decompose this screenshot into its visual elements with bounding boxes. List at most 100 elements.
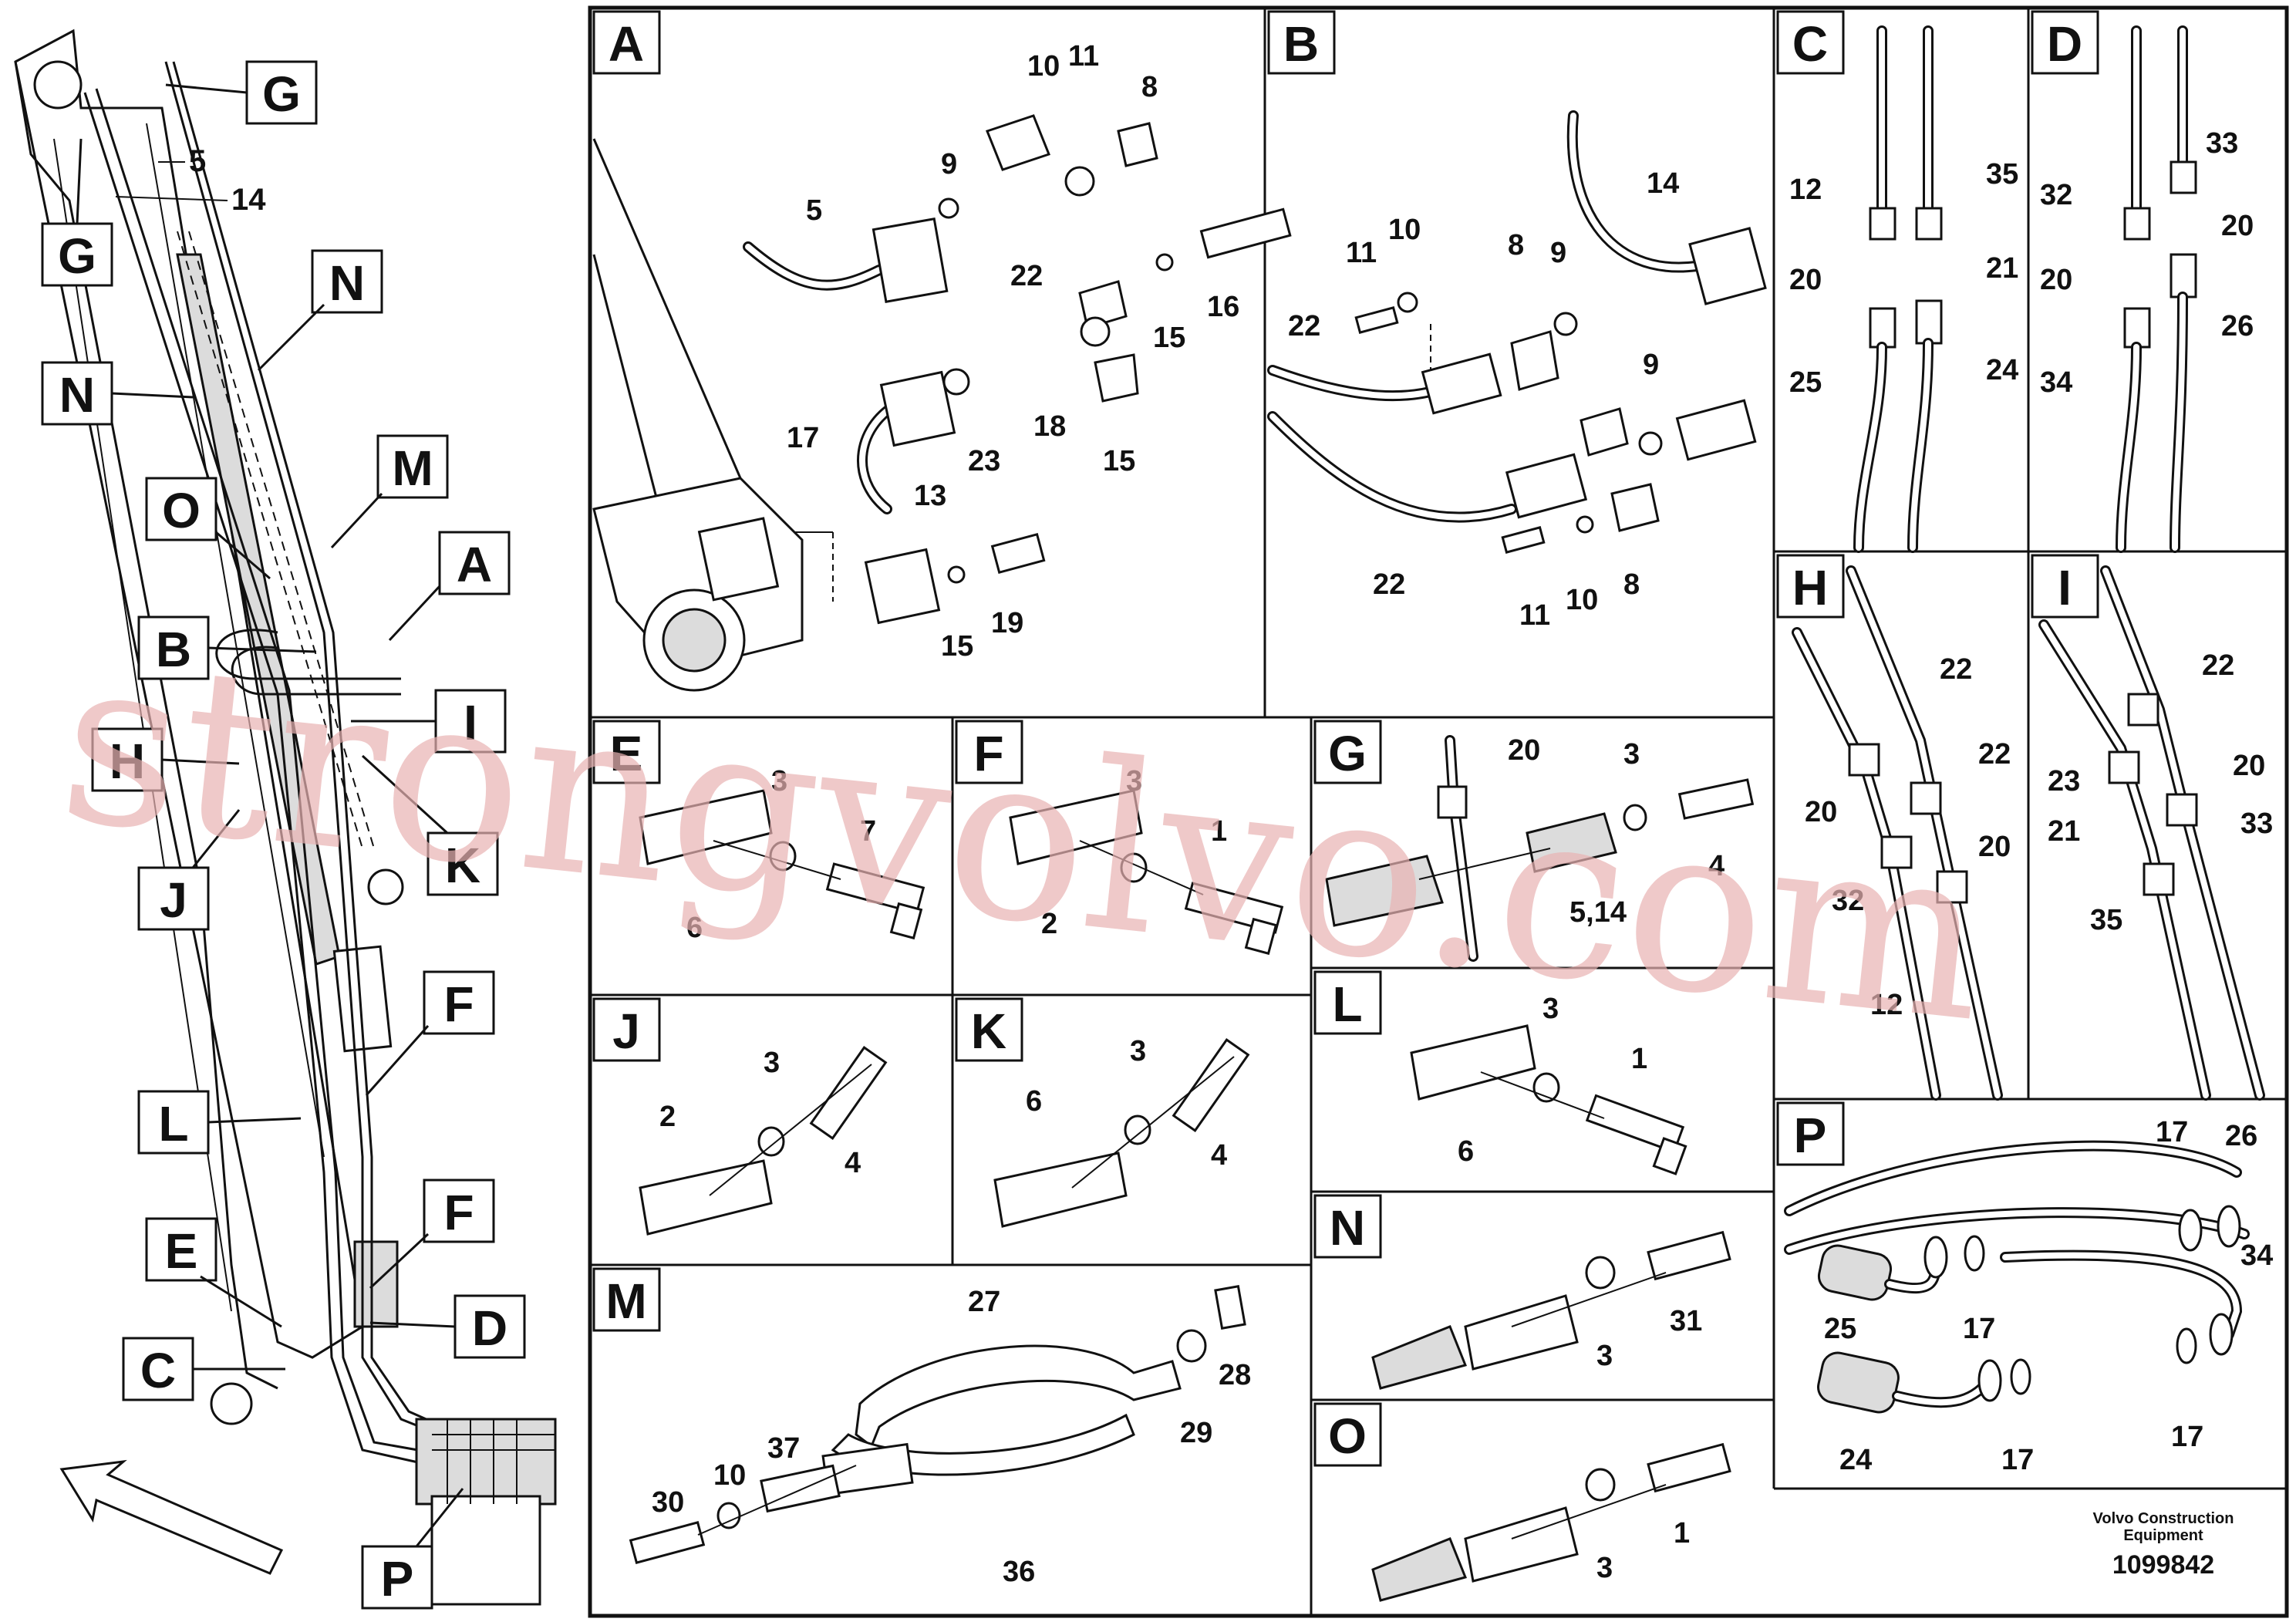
panel-A-label: 13	[914, 480, 946, 512]
panel-I-label: 35	[2090, 904, 2122, 936]
panel-I-label: 22	[2202, 649, 2234, 682]
panel-J-label: 3	[764, 1047, 780, 1079]
callout-F-upper: F	[443, 976, 474, 1032]
panel-C-label: 25	[1789, 366, 1822, 399]
panel-D-label: 20	[2221, 210, 2254, 242]
panel-I-label: 20	[2233, 750, 2265, 782]
panel-L-detail: 3 1 6	[1410, 993, 1687, 1175]
panel-N-label: 3	[1596, 1340, 1613, 1372]
callout-C: C	[140, 1343, 176, 1398]
panel-K-label: 6	[1026, 1085, 1042, 1118]
callout-E: E	[165, 1223, 198, 1279]
panel-I-label: 21	[2048, 815, 2080, 848]
panel-M-label: 37	[767, 1432, 800, 1465]
panel-A-label: 16	[1207, 291, 1239, 323]
panel-P-detail: 17 26 34 25 17 17 24 17	[1784, 1116, 2273, 1476]
callout-G-top: G	[262, 66, 301, 122]
panel-B-label: 8	[1623, 568, 1640, 601]
panel-D-label: 34	[2040, 366, 2072, 399]
panel-M-label: 28	[1219, 1359, 1251, 1391]
panel-M-label: 30	[652, 1486, 684, 1519]
panel-tag-C: C	[1792, 16, 1828, 72]
panel-tag-N: N	[1330, 1200, 1365, 1256]
panel-tag-K: K	[971, 1003, 1006, 1059]
panel-B-label: 10	[1566, 584, 1598, 616]
callout-N-right: N	[329, 255, 365, 311]
panel-D-label: 20	[2040, 264, 2072, 296]
callout-K: K	[445, 838, 480, 893]
panel-B-label: 14	[1647, 167, 1679, 200]
panel-N-label: 31	[1670, 1305, 1702, 1337]
panel-D-label: 26	[2221, 310, 2254, 342]
panel-O-label: 1	[1674, 1517, 1690, 1549]
callout-A: A	[457, 537, 492, 592]
panel-frames	[588, 5, 2289, 1618]
panel-G-label: 20	[1508, 734, 1540, 767]
panel-L-label: 1	[1631, 1043, 1647, 1075]
panel-K-label: 3	[1130, 1035, 1146, 1067]
panel-B-label: 10	[1388, 214, 1421, 246]
brand-line2: Equipment	[2123, 1527, 2203, 1544]
panel-tag-I: I	[2058, 560, 2072, 615]
overview-illustration	[14, 29, 557, 1606]
panel-B-label: 8	[1508, 229, 1524, 261]
panel-A-label: 15	[1153, 322, 1185, 354]
panel-H-label: 20	[1978, 831, 2011, 863]
panel-C-label: 24	[1986, 354, 2018, 386]
panel-E-detail: 3 7 6	[639, 765, 925, 944]
panel-H-label: 32	[1832, 885, 1864, 917]
panel-P-label: 26	[2225, 1120, 2257, 1152]
panel-C-label: 35	[1986, 158, 2018, 191]
panel-H-label: 22	[1940, 653, 1972, 686]
panel-tag-O: O	[1328, 1408, 1367, 1464]
panel-P-label: 25	[1824, 1313, 1856, 1345]
panel-G-label: 5,14	[1569, 896, 1627, 929]
panel-B-label: 9	[1643, 349, 1659, 381]
panel-P-label: 17	[1963, 1313, 1995, 1345]
brand-line1: Volvo Construction	[2093, 1510, 2234, 1527]
panel-A-detail: 10 11 8 9 5 22 16 15 17 13 23 18 17 15 1…	[592, 40, 1292, 692]
panel-tag-F: F	[973, 726, 1003, 781]
panel-L-label: 6	[1458, 1135, 1474, 1168]
panel-M-detail: 27 28 29 30 10 37 36	[629, 1285, 1251, 1588]
callout-M: M	[392, 440, 433, 496]
panel-A-label: 19	[991, 607, 1023, 639]
panel-J-label: 2	[659, 1101, 676, 1133]
panel-tag-B: B	[1283, 16, 1319, 72]
callout-I: I	[464, 695, 477, 750]
panel-tag-M: M	[605, 1273, 646, 1329]
panel-tag-P: P	[1794, 1108, 1827, 1163]
panel-E-label: 7	[860, 815, 876, 848]
callout-L: L	[158, 1096, 188, 1152]
panel-K-label: 4	[1211, 1139, 1227, 1172]
overview-number-14: 14	[231, 183, 266, 217]
panel-A-label: 11	[1068, 40, 1099, 73]
panel-P-label: 34	[2240, 1239, 2273, 1272]
overview-number-5: 5	[189, 144, 206, 178]
panel-H-label: 22	[1978, 738, 2011, 771]
panel-A-label: 10	[1027, 50, 1060, 83]
panel-A-label: 18	[1033, 410, 1066, 443]
panel-G-label: 3	[1623, 738, 1640, 771]
panel-tag-L: L	[1332, 976, 1362, 1032]
panel-F-label: 2	[1041, 908, 1057, 940]
overview-callouts: G G 5 14 N N M O A B I H K J F L F E D	[41, 60, 526, 1610]
panel-O-detail: 3 1	[1371, 1442, 1731, 1602]
panel-C-label: 12	[1789, 174, 1822, 206]
panel-G-label: 4	[1708, 850, 1725, 882]
panel-F-label: 3	[1126, 765, 1142, 798]
panel-P-label: 17	[2171, 1421, 2203, 1453]
panel-B-label: 22	[1373, 568, 1405, 601]
panel-tag-J: J	[612, 1003, 640, 1059]
panel-O-label: 3	[1596, 1552, 1613, 1584]
panel-tag-H: H	[1792, 560, 1828, 615]
panel-K-detail: 3 6 4	[993, 1035, 1250, 1228]
panel-tag-D: D	[2047, 16, 2082, 72]
callout-P: P	[381, 1551, 414, 1607]
panel-H-detail: 22 22 20 20 32 12	[1792, 565, 2011, 1101]
panel-tag-G: G	[1328, 726, 1367, 781]
panel-B-label: 22	[1288, 310, 1320, 342]
panel-J-label: 4	[845, 1147, 861, 1179]
panel-P-label: 24	[1839, 1444, 1872, 1476]
